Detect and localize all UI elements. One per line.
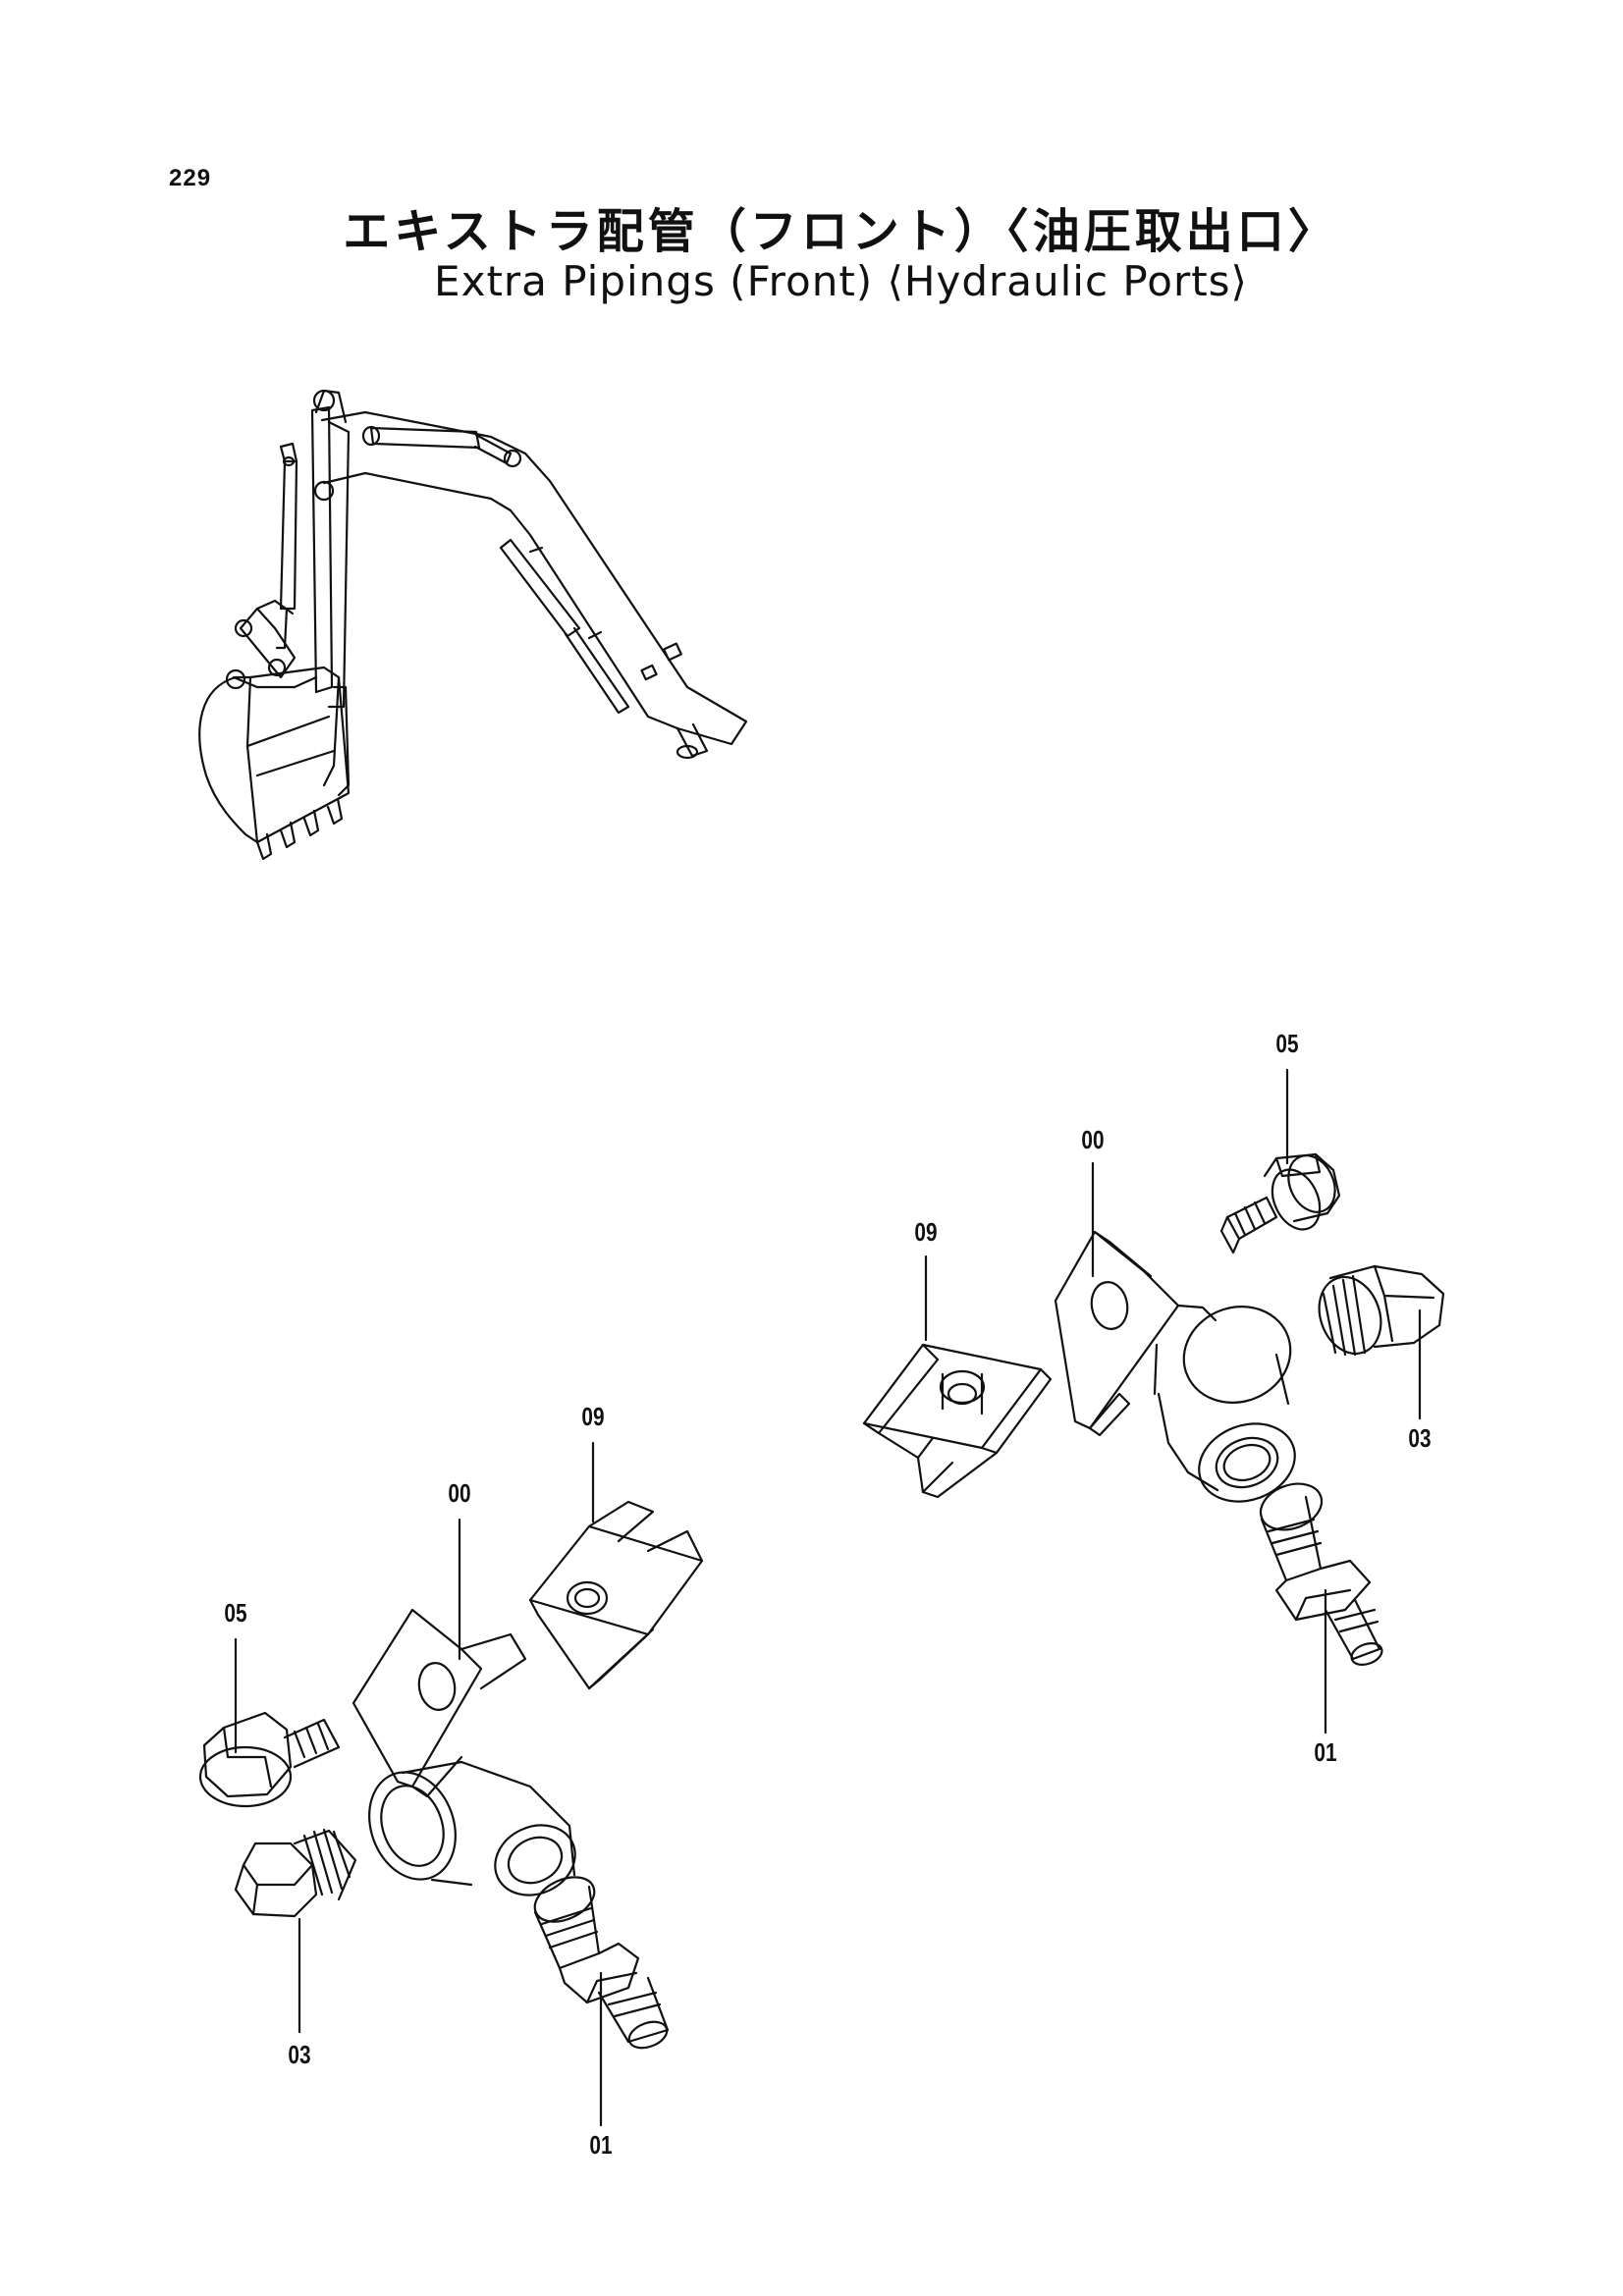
left-plug	[236, 1830, 355, 1916]
callout-left-09: 09	[581, 1402, 605, 1431]
title-english: Extra Pipings (Front) ⟨Hydraulic Ports⟩	[434, 257, 1248, 305]
left-flange-bolt	[200, 1713, 339, 1806]
callout-right-05: 05	[1275, 1029, 1299, 1058]
callout-left-03: 03	[288, 2040, 311, 2069]
callout-right-03: 03	[1408, 1423, 1432, 1453]
left-exploded-assembly	[200, 1443, 702, 2125]
left-u-clip	[530, 1502, 702, 1688]
excavator-front-illustration	[199, 391, 746, 859]
right-flange-bolt	[1221, 1148, 1344, 1253]
right-plug	[1309, 1266, 1443, 1362]
right-elbow-bracket	[1055, 1232, 1306, 1515]
title-japanese: エキストラ配管（フロント）〈油圧取出口〉	[343, 204, 1339, 259]
left-elbow-bracket	[353, 1610, 586, 1908]
right-adapter	[1254, 1475, 1384, 1668]
left-adapter	[528, 1868, 671, 2053]
callout-left-00: 00	[448, 1478, 471, 1508]
callout-right-01: 01	[1314, 1737, 1337, 1767]
callout-left-01: 01	[589, 2130, 613, 2160]
callout-right-00: 00	[1081, 1125, 1105, 1154]
right-exploded-assembly	[864, 1070, 1443, 1733]
right-u-clip	[864, 1345, 1051, 1497]
callout-left-05: 05	[224, 1598, 247, 1628]
page-number: 229	[169, 165, 212, 191]
callout-right-09: 09	[914, 1217, 938, 1247]
